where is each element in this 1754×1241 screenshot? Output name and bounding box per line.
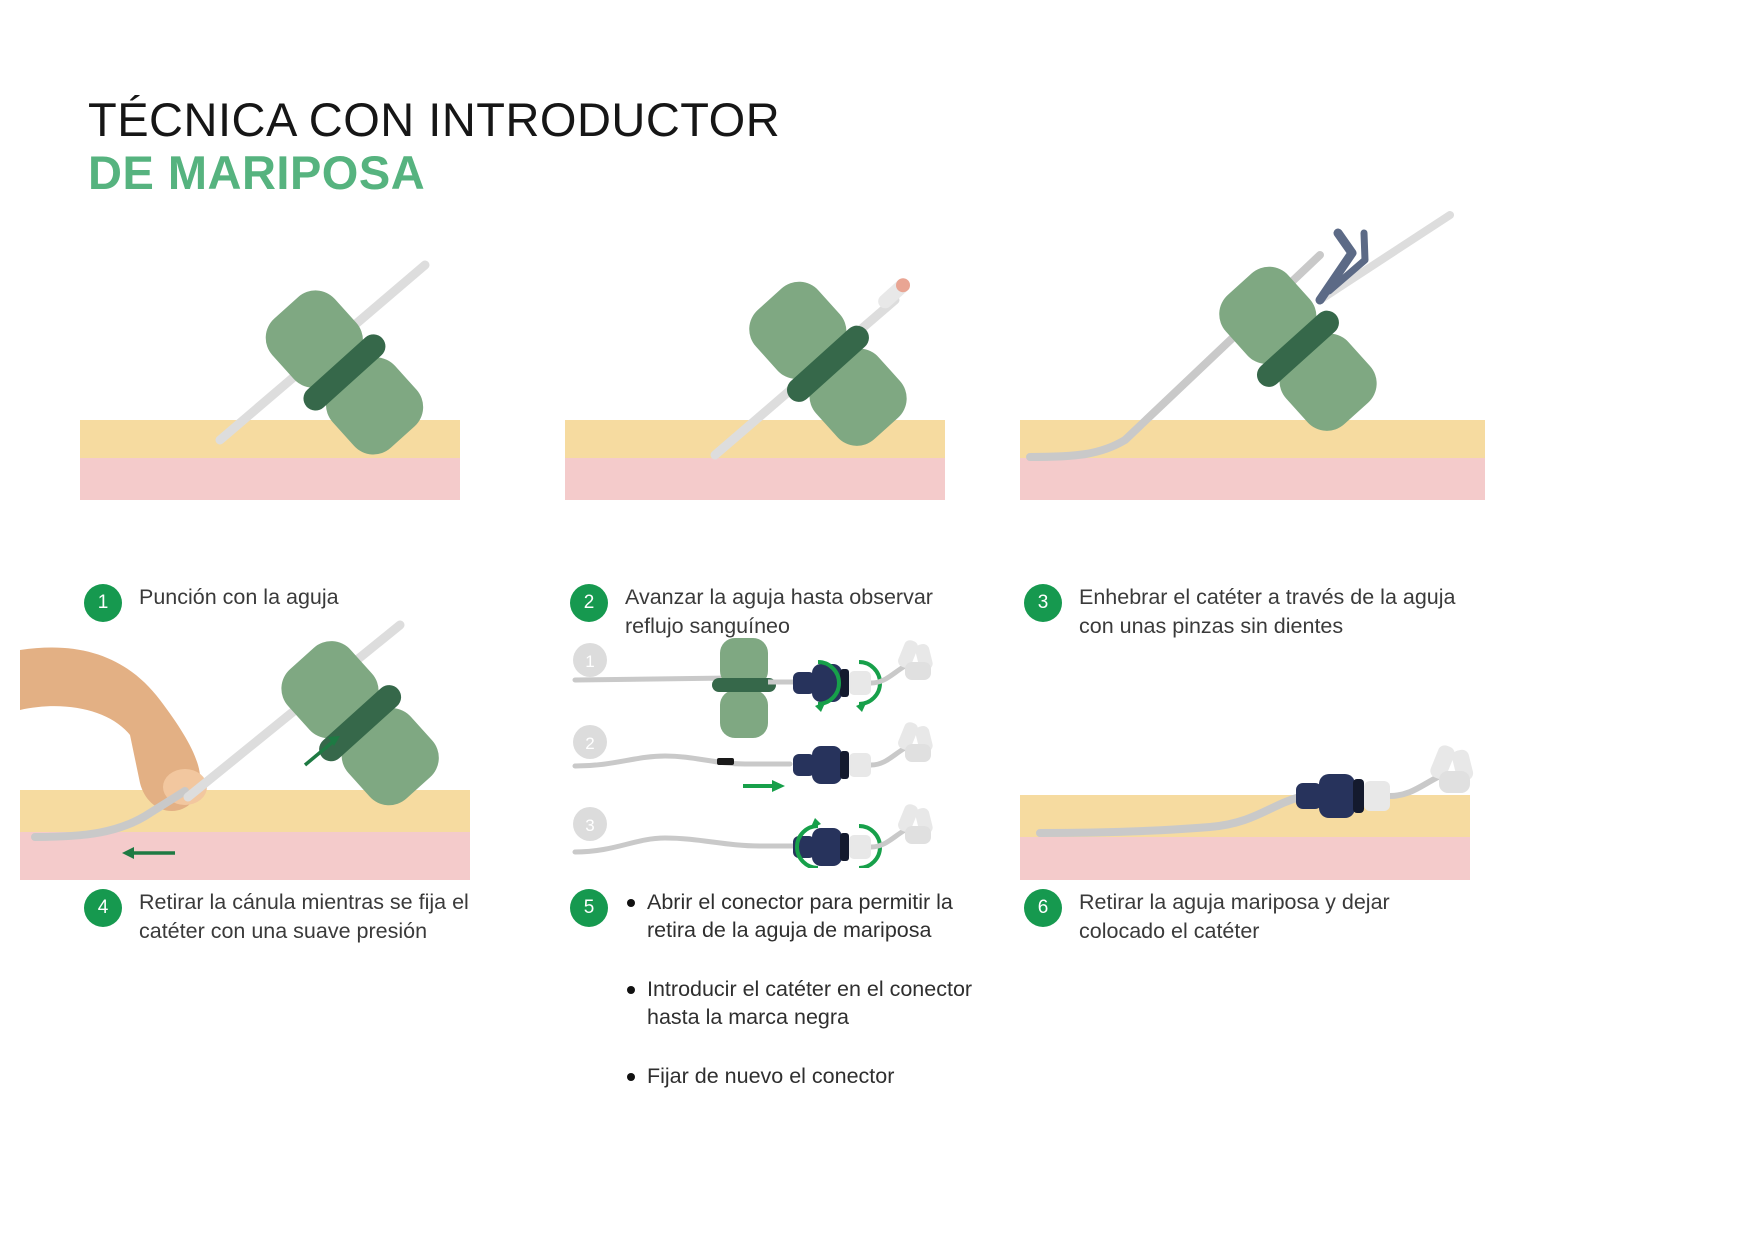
figure-step-4 (10, 615, 480, 880)
finger-illustration (20, 647, 201, 811)
caption-step-5: 5 Abrir el conector para permitir la ret… (570, 888, 990, 1090)
luer-wings-end (898, 640, 933, 680)
substep-badge-2-circle (573, 725, 607, 759)
butterfly-wings (1219, 266, 1377, 431)
catheter-tube (1036, 793, 1304, 837)
caption-step-4: 4 Retirar la cánula mientras se fija el … (84, 888, 504, 945)
step-badge-5: 5 (570, 889, 608, 927)
step-5-bullet-1: Abrir el conector para permitir la retir… (625, 888, 977, 945)
butterfly-wings (712, 638, 776, 738)
substep-row-3: 3 (572, 804, 933, 868)
wing-center-bar (319, 685, 402, 762)
page-title: TÉCNICA CON INTRODUCTOR DE MARIPOSA (88, 93, 781, 199)
wing-center-bar (303, 334, 386, 411)
step-5-bullet-2: Introducir el catéter en el conector has… (625, 975, 977, 1032)
wing-center-bar (1256, 310, 1339, 387)
step-5-bullet-list: Abrir el conector para permitir la retir… (625, 888, 977, 1090)
caption-step-6: 6 Retirar la aguja mariposa y dejar colo… (1024, 888, 1464, 945)
step-panel-1 (80, 240, 480, 500)
dermis-layer (80, 458, 460, 500)
step-panel-3 (1020, 205, 1490, 500)
title-line-secondary: DE MARIPOSA (88, 145, 426, 199)
arrow-insert-right (743, 780, 785, 792)
title-line-primary: TÉCNICA CON INTRODUCTOR (88, 93, 781, 146)
luer-wings-end (898, 722, 933, 762)
caption-step-1: 1 Punción con la aguja (84, 583, 504, 622)
step-badge-1: 1 (84, 584, 122, 622)
caption-step-2: 2 Avanzar la aguja hasta observar refluj… (570, 583, 990, 640)
catheter-tube (572, 753, 793, 769)
step-text-6: Retirar la aguja mariposa y dejar coloca… (1079, 890, 1390, 943)
step-text-2: Avanzar la aguja hasta observar reflujo … (625, 585, 933, 638)
tail-tubing (870, 745, 907, 768)
step-panel-4 (10, 615, 480, 880)
figure-step-2 (565, 240, 965, 500)
butterfly-wings (281, 641, 439, 806)
substep-row-2: 2 (572, 722, 933, 792)
step-panel-5: 1 (565, 618, 995, 868)
forceps-icon (1315, 228, 1369, 305)
tail-tubing (870, 663, 907, 686)
tail-tubing (1389, 774, 1440, 799)
blood-reflux-indicator (878, 278, 911, 309)
arrow-left-withdraw (122, 847, 175, 859)
substep-badge-1-label: 1 (585, 652, 594, 671)
step-panel-6 (1010, 735, 1530, 880)
figure-step-5: 1 (565, 618, 995, 868)
figure-step-6 (1010, 735, 1530, 880)
step-text-1: Punción con la aguja (139, 585, 339, 609)
figure-step-1 (80, 240, 480, 500)
butterfly-wings (265, 290, 424, 455)
luer-wings-end (898, 804, 933, 844)
tail-tubing (870, 827, 907, 850)
wing-center-bar (712, 678, 776, 692)
catheter-tube (572, 835, 796, 855)
dermis-layer (1020, 837, 1470, 880)
luer-wings-end (1430, 745, 1474, 793)
step-badge-4: 4 (84, 889, 122, 927)
catheter-tube (31, 787, 189, 841)
catheter-tube (1026, 251, 1324, 461)
wing-lower (720, 690, 768, 738)
step-panel-2 (565, 240, 965, 500)
connector-assembly (1296, 774, 1390, 818)
rotation-arrow-left (817, 660, 841, 706)
substep-row-1: 1 (572, 638, 933, 738)
substep-badge-2-label: 2 (585, 734, 594, 753)
wing-upper (720, 638, 768, 686)
dermis-layer (20, 832, 470, 880)
substep-badge-1-circle (573, 643, 607, 677)
connector-assembly (793, 828, 871, 866)
rotation-arrow-left (795, 824, 819, 868)
step-badge-6: 6 (1024, 889, 1062, 927)
catheter-tube (572, 675, 733, 683)
arrow-up-right (303, 736, 340, 767)
black-mark (717, 758, 734, 765)
dermis-layer (1020, 458, 1485, 500)
substep-badge-3-label: 3 (585, 816, 594, 835)
step-badge-3: 3 (1024, 584, 1062, 622)
step-text-4: Retirar la cánula mientras se fija el ca… (139, 890, 469, 943)
substep-badge-3-circle (573, 807, 607, 841)
butterfly-wings (749, 281, 907, 446)
step-text-3: Enhebrar el catéter a través de la aguja… (1079, 585, 1456, 638)
dermis-layer (565, 458, 945, 500)
caption-step-3: 3 Enhebrar el catéter a través de la agu… (1024, 583, 1494, 640)
wing-center-bar (786, 325, 869, 402)
figure-step-3 (1020, 205, 1490, 500)
step-5-bullet-3: Fijar de nuevo el conector (625, 1062, 977, 1090)
connector-assembly (793, 746, 871, 784)
step-badge-2: 2 (570, 584, 608, 622)
needle-shaft (1316, 211, 1454, 304)
connector-assembly (793, 664, 871, 702)
